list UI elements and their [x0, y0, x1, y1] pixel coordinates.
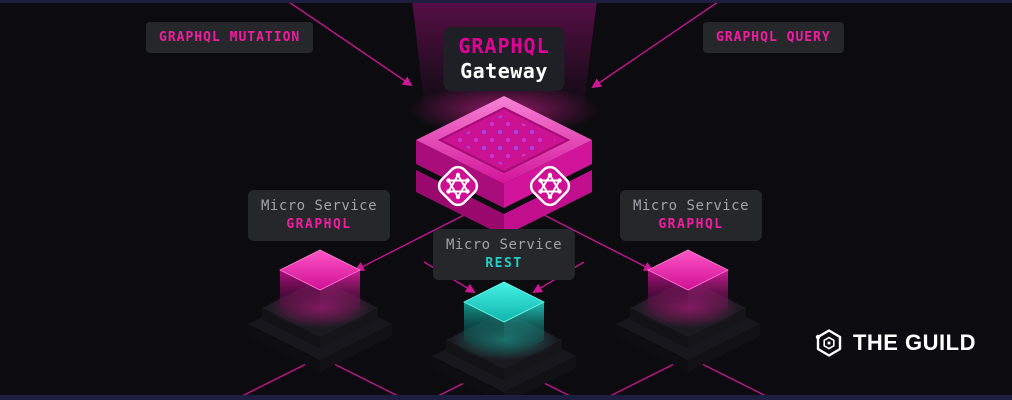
- badge-graphql-mutation: GRAPHQL MUTATION: [146, 22, 314, 53]
- brand-logo: THE GUILD: [814, 328, 976, 358]
- service-cube-center: [432, 282, 576, 400]
- gateway-label-line2: Gateway: [460, 59, 548, 83]
- service-right-name: Micro Service: [632, 198, 750, 214]
- badge-graphql-query: GRAPHQL QUERY: [703, 22, 844, 53]
- service-label-right: Micro Service GRAPHQL: [619, 190, 763, 242]
- line-query-to-gateway: [591, 1, 719, 89]
- service-left-protocol: GRAPHQL: [286, 217, 352, 233]
- line-gateway-to-right-service: [541, 213, 654, 271]
- gateway-label: GRAPHQL Gateway: [443, 27, 565, 91]
- gateway-label-line1: GRAPHQL: [458, 34, 550, 58]
- graphql-logo-right-icon: [529, 165, 571, 207]
- brand-name: THE GUILD: [852, 330, 976, 355]
- service-center-name: Micro Service: [445, 237, 563, 253]
- service-label-left: Micro Service GRAPHQL: [247, 190, 391, 242]
- top-edge-strip: [0, 0, 1012, 3]
- service-label-center: Micro Service REST: [432, 229, 576, 281]
- service-center-protocol: REST: [485, 256, 523, 272]
- bottom-edge-strip: [0, 395, 1012, 400]
- service-left-name: Micro Service: [260, 198, 378, 214]
- graphql-logo-left-icon: [437, 165, 479, 207]
- service-cube-right: [616, 250, 760, 372]
- guild-logo-icon: [815, 329, 842, 357]
- line-gateway-to-left-service: [354, 213, 467, 271]
- service-cube-left: [248, 250, 392, 372]
- service-right-protocol: GRAPHQL: [658, 217, 724, 233]
- gateway-cube-icon: [416, 96, 592, 236]
- line-mutation-to-gateway: [285, 0, 413, 87]
